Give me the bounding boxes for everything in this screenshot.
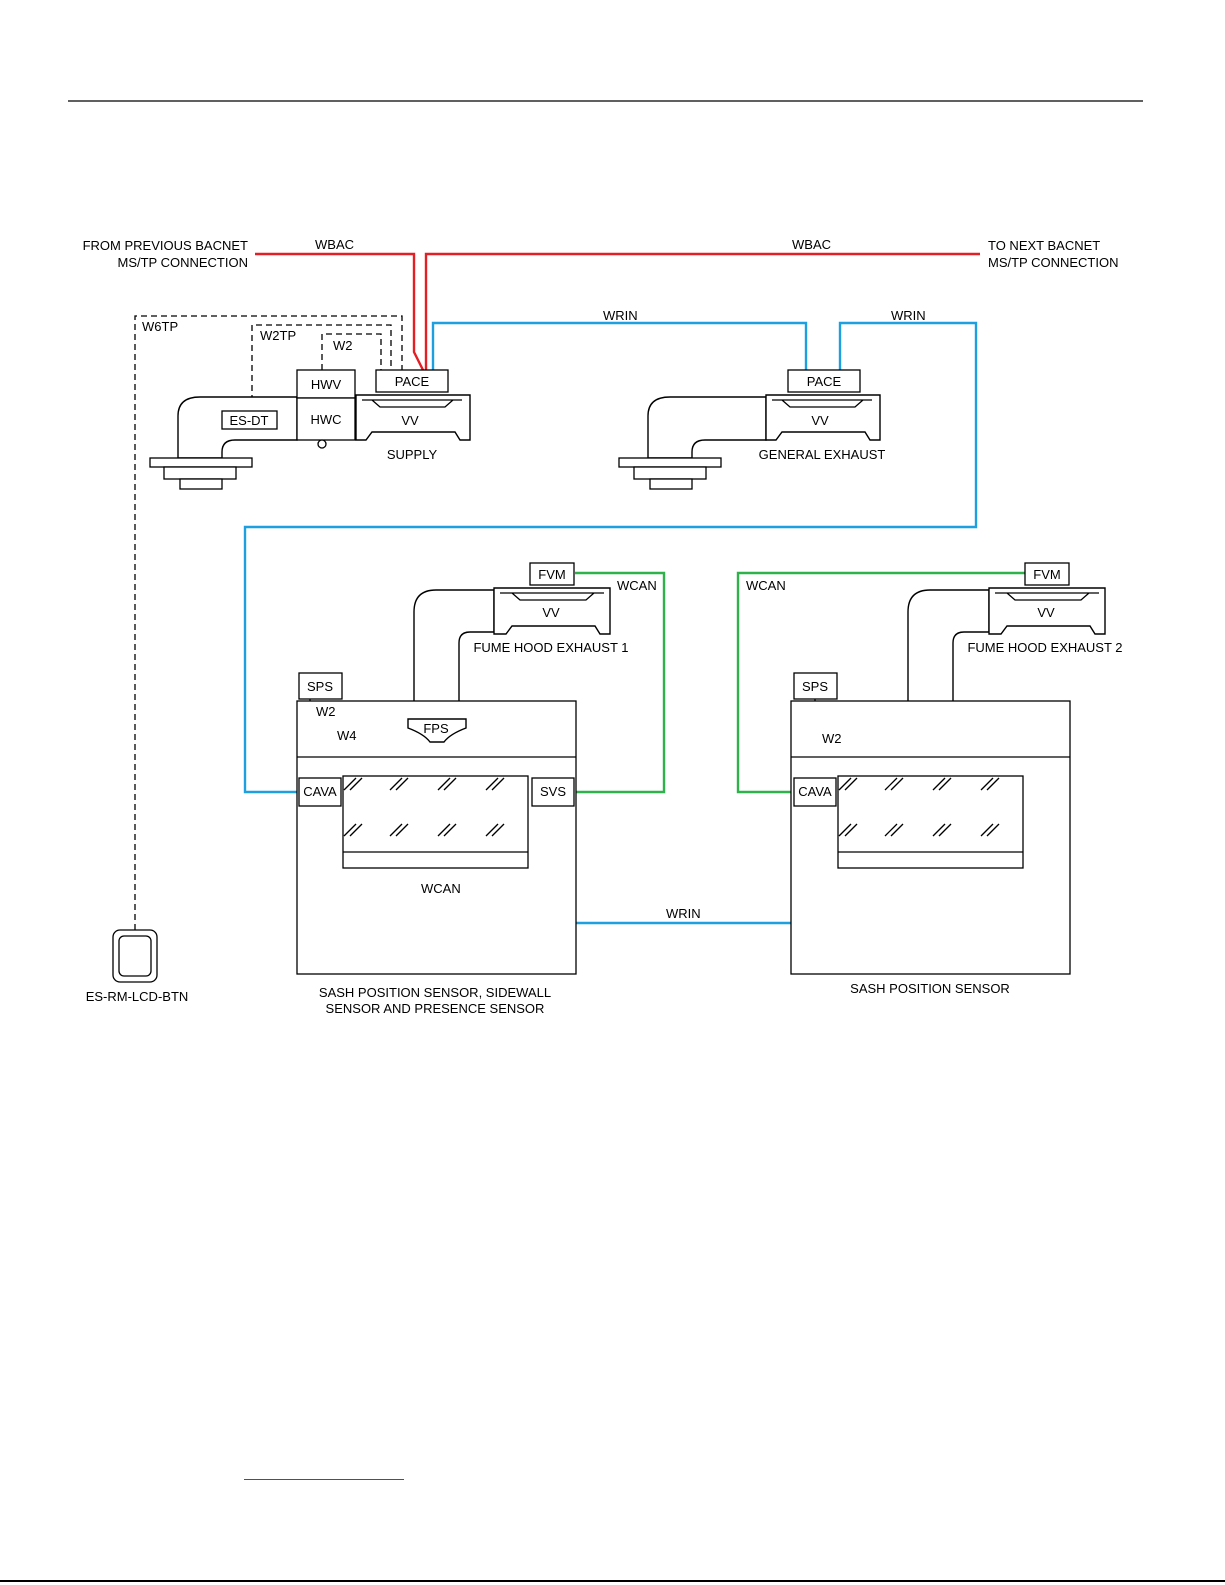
hood2-caption: SASH POSITION SENSOR bbox=[850, 981, 1010, 996]
w6tp-label: W6TP bbox=[142, 319, 178, 334]
wcan-wire-fvm2-cava2 bbox=[736, 571, 1025, 794]
hwv-label: HWV bbox=[311, 377, 342, 392]
fvm-1-box bbox=[529, 562, 575, 586]
supply-diffuser-face bbox=[179, 478, 223, 490]
supply-assembly bbox=[149, 369, 471, 490]
fume-hood-exhaust-1-caption: FUME HOOD EXHAUST 1 bbox=[473, 640, 628, 655]
exhaust-flange bbox=[618, 457, 722, 468]
general-exhaust-assembly bbox=[618, 369, 881, 490]
supply-flange bbox=[149, 457, 253, 468]
es-rm-lcd-btn-screen bbox=[118, 935, 152, 977]
cava-1-box bbox=[298, 777, 342, 807]
vv-fume-2-label: VV bbox=[1037, 605, 1055, 620]
cava-1-label: CAVA bbox=[303, 784, 337, 799]
wrin-bottom-label: WRIN bbox=[666, 906, 701, 921]
vv-exhaust-damper-icon bbox=[772, 399, 872, 408]
vv-exhaust-label: VV bbox=[811, 413, 829, 428]
fvm-1-label: FVM bbox=[538, 567, 565, 582]
bacnet-wire-in bbox=[255, 252, 425, 371]
exhaust-elbow-duct bbox=[647, 396, 767, 459]
fps-1-sensor bbox=[407, 718, 467, 743]
pace-exhaust-box bbox=[787, 369, 861, 393]
general-exhaust-caption: GENERAL EXHAUST bbox=[759, 447, 886, 462]
exhaust-grille bbox=[633, 466, 707, 480]
w2-top-label: W2 bbox=[333, 338, 353, 353]
sps-1-box bbox=[298, 672, 343, 700]
fume-hood-exhaust-2-caption: FUME HOOD EXHAUST 2 bbox=[967, 640, 1122, 655]
from-previous-line-2: MS/TP CONNECTION bbox=[118, 255, 249, 270]
room-sensor bbox=[112, 929, 158, 983]
pace-exhaust-label: PACE bbox=[807, 374, 842, 389]
wrin-wire-supply-exhaust bbox=[431, 321, 808, 370]
hood1-caption-line-1: SASH POSITION SENSOR, SIDEWALL bbox=[319, 985, 551, 1000]
wcan-wire-fvm1-svs bbox=[575, 571, 666, 794]
hwc-label: HWC bbox=[310, 412, 341, 427]
wcan-hood2-label: WCAN bbox=[746, 578, 786, 593]
supply-caption: SUPPLY bbox=[387, 447, 438, 462]
hood-1-glass-icon bbox=[343, 777, 505, 837]
svs-1-box bbox=[531, 777, 575, 807]
vv-supply-damper-icon bbox=[362, 399, 462, 408]
fps-1-label: FPS bbox=[423, 721, 449, 736]
es-dt-label: ES-DT bbox=[230, 413, 269, 428]
vv-fume-1-label: VV bbox=[542, 605, 560, 620]
to-next-line-1: TO NEXT BACNET bbox=[988, 238, 1100, 253]
hood-1-sash bbox=[342, 775, 529, 869]
w4-hood1-label: W4 bbox=[337, 728, 357, 743]
fvm-2-label: FVM bbox=[1033, 567, 1060, 582]
rm-device-caption: ES-RM-LCD-BTN bbox=[86, 989, 189, 1004]
vv-exhaust-valve bbox=[765, 394, 881, 441]
w2-wire-top bbox=[321, 333, 382, 370]
hood1-caption-line-2: SENSOR AND PRESENCE SENSOR bbox=[326, 1001, 545, 1016]
w2tp-label: W2TP bbox=[260, 328, 296, 343]
sps-2-label: SPS bbox=[802, 679, 828, 694]
hood-2-sash bbox=[837, 775, 1024, 869]
cava-2-label: CAVA bbox=[798, 784, 832, 799]
exhaust-grille-face bbox=[649, 478, 693, 490]
wrin-top-left-label: WRIN bbox=[603, 308, 638, 323]
fvm-2-box bbox=[1024, 562, 1070, 586]
vv-supply-valve bbox=[355, 394, 471, 441]
es-dt-box bbox=[221, 410, 278, 430]
sps-2-box bbox=[793, 672, 838, 700]
wbac-right-label: WBAC bbox=[792, 237, 831, 252]
cava-2-box bbox=[793, 777, 837, 807]
vv-supply-label: VV bbox=[401, 413, 419, 428]
w2-hood1-label: W2 bbox=[316, 704, 336, 719]
labels: FROM PREVIOUS BACNET MS/TP CONNECTION TO… bbox=[83, 237, 1123, 1016]
w2-hood2-label: W2 bbox=[822, 731, 842, 746]
w2tp-wire bbox=[251, 324, 392, 411]
wcan-hood1-bottom-label: WCAN bbox=[421, 881, 461, 896]
wcan-hood1-right-label: WCAN bbox=[617, 578, 657, 593]
fume-hood-1 bbox=[296, 562, 611, 975]
to-next-line-2: MS/TP CONNECTION bbox=[988, 255, 1119, 270]
bacnet-wiring bbox=[255, 252, 980, 371]
hwc-drain-icon bbox=[317, 439, 327, 449]
bacnet-wire-out bbox=[424, 252, 980, 370]
vv-fume-2-damper-icon bbox=[995, 592, 1099, 601]
pace-supply-label: PACE bbox=[395, 374, 430, 389]
footer-link[interactable] bbox=[244, 1463, 404, 1480]
fume-hood-2 bbox=[790, 562, 1106, 975]
wbac-left-label: WBAC bbox=[315, 237, 354, 252]
pace-supply-box bbox=[375, 369, 449, 393]
svs-1-label: SVS bbox=[540, 784, 566, 799]
hood-2-glass-icon bbox=[838, 777, 1000, 837]
sps-1-label: SPS bbox=[307, 679, 333, 694]
vv-fume-1-damper-icon bbox=[500, 592, 604, 601]
supply-diffuser bbox=[163, 466, 237, 480]
hwc-box bbox=[296, 397, 356, 441]
from-previous-line-1: FROM PREVIOUS BACNET bbox=[83, 238, 248, 253]
wrin-top-right-label: WRIN bbox=[891, 308, 926, 323]
wrin-wire-exhaust-hood1 bbox=[243, 321, 978, 794]
